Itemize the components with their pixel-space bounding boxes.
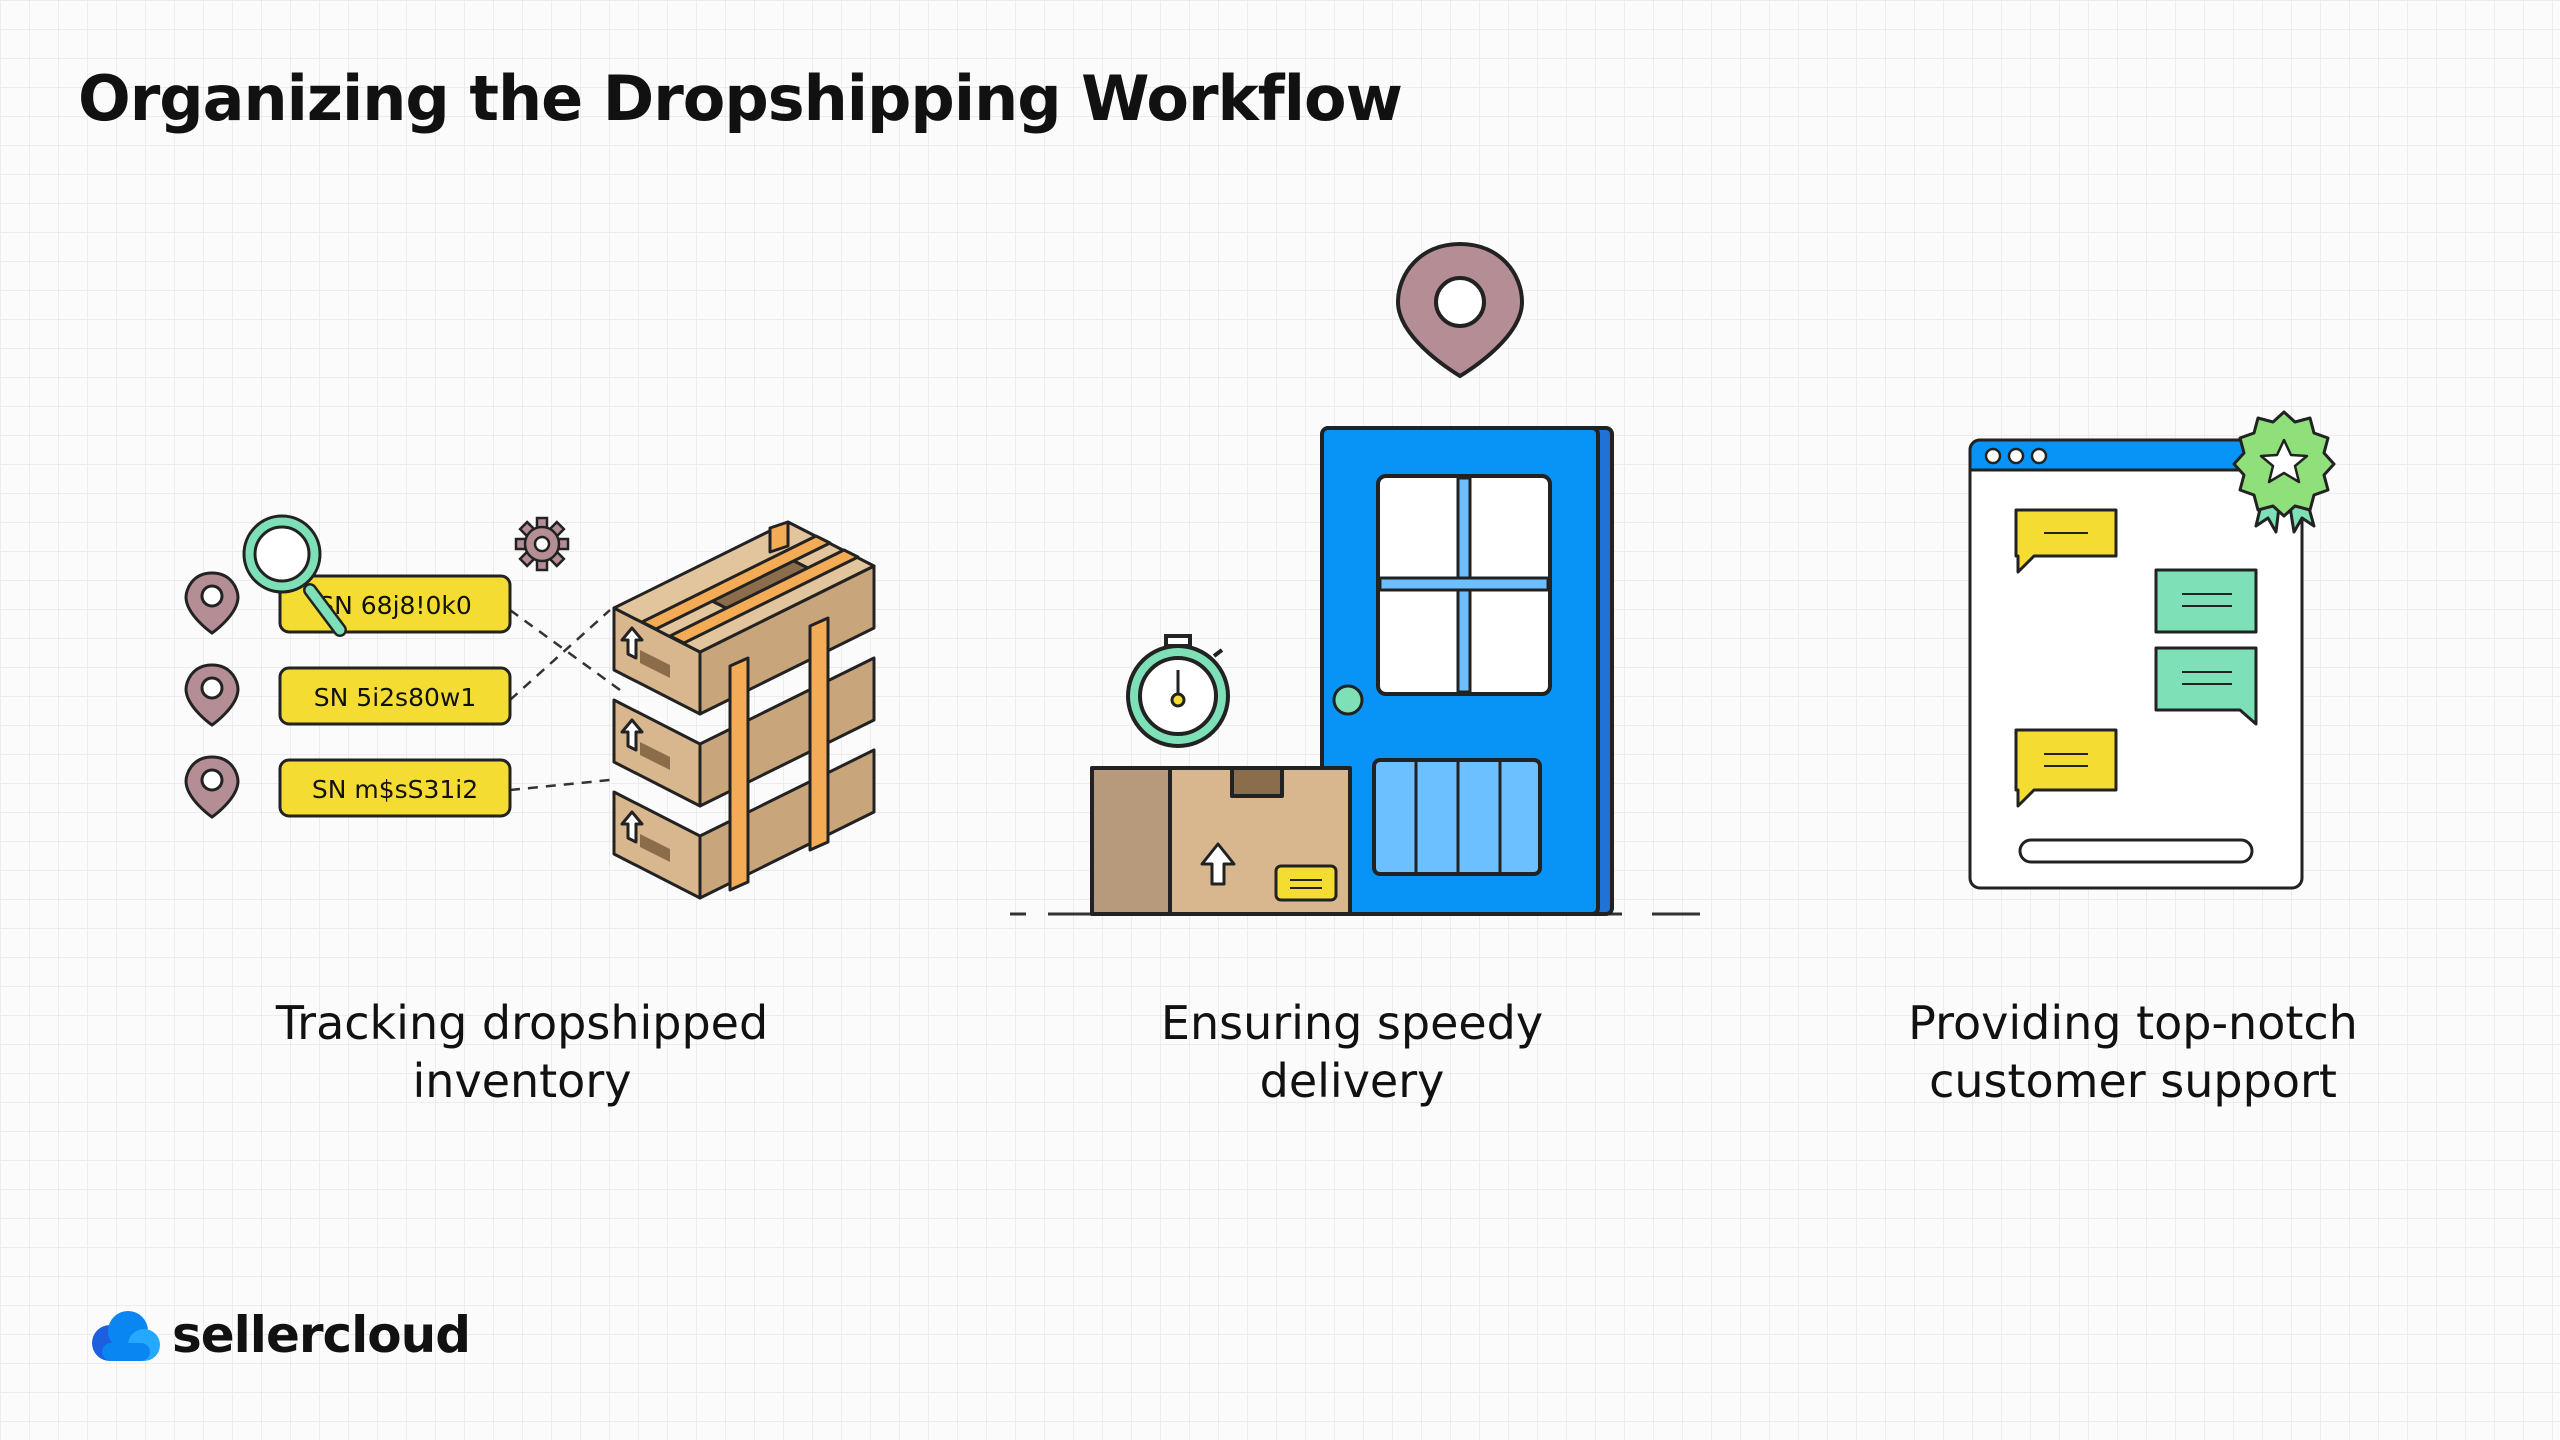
- delivery-illustration: [1010, 241, 1700, 916]
- step-caption-support: Providing top-notch customer support: [1773, 994, 2493, 1110]
- location-pin-icon: [184, 663, 240, 727]
- award-badge-icon: [2232, 410, 2336, 534]
- serial-label: SN 5i2s80w1: [278, 666, 512, 726]
- serial-label-text: SN 5i2s80w1: [314, 683, 476, 712]
- location-pin-icon: [184, 571, 240, 635]
- chat-bubble-icon: [2154, 568, 2258, 634]
- step-caption-delivery: Ensuring speedy delivery: [992, 994, 1712, 1110]
- package-icon: [1090, 766, 1352, 916]
- caption-line: Tracking dropshipped: [275, 996, 769, 1050]
- cloud-icon: [92, 1311, 160, 1361]
- door-icon: [1320, 426, 1614, 916]
- inventory-tracking-illustration: SN 68j8!0k0 SN 5i2s80w1 SN m$sS31i2: [184, 514, 876, 900]
- chat-bubble-icon: [2014, 728, 2118, 808]
- box-stack-icon: [612, 520, 876, 900]
- brand-logo: sellercloud: [88, 1300, 471, 1370]
- step-caption-tracking: Tracking dropshipped inventory: [162, 994, 882, 1110]
- page-title: Organizing the Dropshipping Workflow: [78, 62, 1403, 135]
- customer-support-illustration: [1968, 410, 2336, 890]
- location-pin-icon: [1395, 241, 1525, 379]
- chat-bubble-icon: [2014, 508, 2118, 574]
- location-pin-icon: [184, 755, 240, 819]
- caption-line: inventory: [412, 1054, 632, 1108]
- caption-line: Providing top-notch: [1908, 996, 2358, 1050]
- serial-label-text: SN 68j8!0k0: [318, 591, 472, 620]
- serial-label: SN m$sS31i2: [278, 758, 512, 818]
- stopwatch-icon: [1126, 634, 1230, 748]
- chat-bubble-icon: [2154, 646, 2258, 726]
- caption-line: Ensuring speedy: [1160, 996, 1544, 1050]
- gear-icon: [514, 516, 570, 572]
- caption-line: customer support: [1929, 1054, 2337, 1108]
- serial-label-text: SN m$sS31i2: [312, 775, 478, 804]
- caption-line: delivery: [1259, 1054, 1445, 1108]
- magnifier-icon: [242, 514, 347, 637]
- brand-name: sellercloud: [172, 1306, 471, 1364]
